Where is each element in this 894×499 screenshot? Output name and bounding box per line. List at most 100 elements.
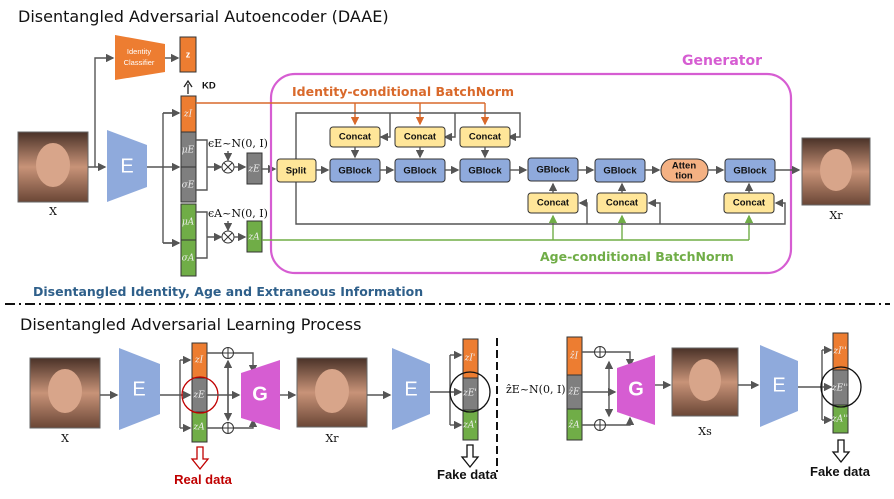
gblock: GBlock — [527, 157, 579, 182]
svg-text:Split: Split — [286, 166, 307, 177]
svg-text:GBlock: GBlock — [603, 166, 637, 177]
svg-text:Concat: Concat — [404, 132, 437, 143]
encoder-label: E — [132, 378, 145, 400]
kd-arrow-icon — [183, 79, 193, 94]
face-icon — [315, 369, 349, 413]
z-age-prime — [462, 409, 479, 441]
mu-a-label: μA — [182, 218, 195, 228]
face-icon — [48, 369, 82, 413]
recon-label: Xr — [325, 432, 339, 445]
input-label: X — [61, 432, 69, 445]
encoder — [107, 130, 147, 202]
concat-block: Concat — [459, 126, 511, 148]
z-a-double-prime-label: zA'' — [831, 415, 848, 425]
z-age — [191, 411, 208, 443]
face-icon — [36, 143, 70, 187]
concat-block: Concat — [527, 192, 579, 214]
concat-block: Concat — [394, 126, 446, 148]
z-i-prime-label: zI' — [464, 354, 476, 364]
z-age-double-prime — [832, 404, 849, 434]
gblock: GBlock — [394, 158, 446, 183]
generator — [617, 355, 655, 425]
encoder-label: E — [404, 378, 417, 400]
svg-text:GBlock: GBlock — [733, 166, 767, 177]
eps-a-label: ϵA~N(0, I) — [208, 207, 268, 220]
sigma-e-label: σE — [182, 181, 195, 191]
fake-data-circle — [449, 371, 491, 413]
svg-text:Atten: Atten — [672, 161, 696, 172]
age-bn-label: Age-conditional BatchNorm — [540, 249, 734, 264]
z-age — [246, 220, 263, 253]
sigma-e — [180, 166, 197, 203]
z-e-prior-label: ẑE~N(0, I) — [506, 383, 566, 396]
identity-bn-label: Identity-conditional BatchNorm — [292, 84, 514, 99]
fake-data-circle — [820, 366, 862, 408]
input-label: X — [49, 205, 57, 218]
encoder-label: E — [120, 155, 133, 177]
eps-e-label: ϵE~N(0, I) — [208, 137, 268, 150]
split-block: Split — [276, 158, 317, 183]
down-arrow-icon — [831, 439, 851, 464]
face-icon — [689, 359, 721, 401]
generator-title: Generator — [682, 53, 762, 69]
z-a-label: zA — [247, 233, 260, 243]
z-vector — [179, 36, 197, 73]
gblock: GBlock — [459, 158, 511, 183]
face-icon — [820, 149, 852, 191]
svg-text:Concat: Concat — [606, 198, 639, 209]
svg-text:Concat: Concat — [537, 198, 570, 209]
identity-classifier-label-1: Identity — [127, 47, 151, 56]
down-arrow-icon — [460, 444, 480, 469]
svg-text:Concat: Concat — [469, 132, 502, 143]
generator — [241, 360, 280, 430]
real-data-label: Real data — [174, 472, 233, 487]
top-caption: Disentangled Identity, Age and Extraneou… — [33, 284, 423, 299]
z-a-hat-label: ẑA — [567, 420, 580, 431]
kd-label: KD — [202, 81, 216, 92]
gblock: GBlock — [594, 158, 646, 183]
output-label: Xr — [829, 209, 843, 222]
svg-text:Concat: Concat — [733, 198, 766, 209]
fake-data-label: Fake data — [810, 464, 871, 479]
synth-label: Xs — [698, 425, 712, 438]
svg-text:tion: tion — [675, 171, 693, 182]
svg-text:GBlock: GBlock — [403, 166, 437, 177]
generator-box — [269, 72, 793, 275]
identity-classifier-label-2: Classifier — [124, 58, 155, 67]
daae-title: Disentangled Adversarial Autoencoder (DA… — [18, 7, 389, 26]
encoder-label: E — [772, 374, 785, 396]
svg-text:GBlock: GBlock — [536, 165, 570, 176]
z-i-label: zI — [194, 356, 204, 366]
gblock: GBlock — [724, 158, 776, 183]
encoder — [760, 345, 798, 427]
generator-label: G — [252, 383, 268, 405]
z-a-label: zA — [192, 423, 205, 433]
z-identity-label: zI — [183, 110, 193, 120]
encoder — [119, 348, 160, 430]
concat-block: Concat — [723, 192, 775, 214]
concat-block: Concat — [596, 192, 648, 214]
z-e-hat-label: ẑE — [567, 387, 580, 398]
z-i-hat-label: ẑI — [569, 351, 579, 362]
down-arrow-icon — [190, 446, 210, 471]
z-e-prime-label: zE' — [462, 389, 477, 399]
fake-data-label: Fake data — [437, 467, 498, 482]
z-i-double-prime-label: zI'' — [832, 347, 846, 357]
z-e-label: zE — [192, 391, 205, 401]
svg-text:Concat: Concat — [339, 132, 372, 143]
z-e-label: zE — [247, 165, 260, 175]
z-label: z — [186, 49, 191, 59]
encoder — [392, 348, 430, 430]
sigma-a-label: σA — [182, 254, 195, 264]
concat-block: Concat — [329, 126, 381, 148]
process-title: Disentangled Adversarial Learning Proces… — [20, 315, 361, 334]
mu-e-label: μE — [182, 146, 195, 156]
generator-label: G — [628, 378, 644, 400]
identity-classifier — [115, 35, 165, 80]
gblock: GBlock — [329, 158, 381, 183]
z-a-prime-label: zA' — [462, 421, 477, 431]
z-e-double-prime-label: zE'' — [831, 384, 848, 394]
svg-text:GBlock: GBlock — [468, 166, 502, 177]
